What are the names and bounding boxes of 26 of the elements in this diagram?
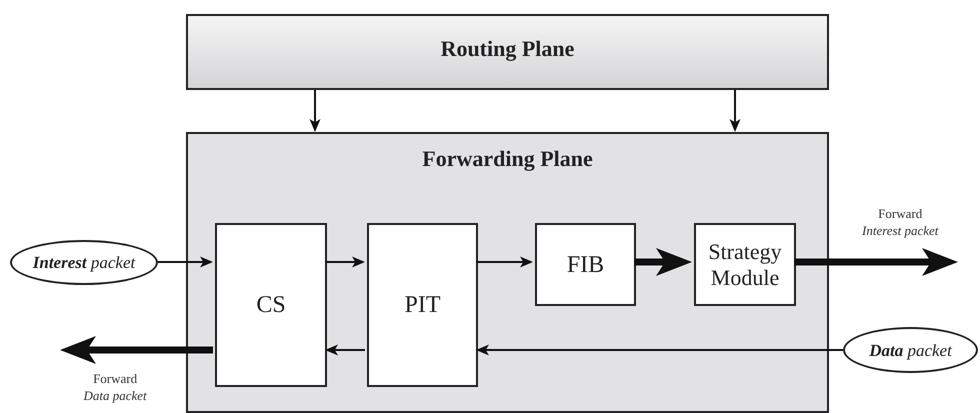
module-label: CS: [255, 291, 287, 319]
arrow: [794, 248, 958, 276]
module-box: [694, 223, 796, 306]
arrow: [730, 90, 740, 132]
module-box: [535, 223, 636, 306]
module-label: FIB: [566, 250, 606, 278]
plane-box: [186, 132, 829, 413]
plane-title: Forwarding Plane: [421, 146, 594, 172]
module-box: [215, 223, 327, 387]
plane-title: Routing Plane: [440, 36, 576, 62]
arrow: [325, 256, 365, 268]
module-box: [367, 223, 478, 387]
edge-label: Forward Data packet: [84, 370, 147, 404]
arrow: [634, 248, 692, 276]
arrow: [60, 336, 213, 364]
packet-label: Interest packet: [32, 252, 136, 273]
module-label: Strategy Module: [707, 238, 783, 290]
arrow: [158, 256, 213, 268]
arrow: [325, 344, 365, 356]
arrow: [310, 90, 320, 132]
arrow: [476, 344, 843, 356]
plane-box: [186, 14, 829, 90]
edge-label: Forward Interest packet: [862, 205, 938, 239]
arrow: [476, 256, 533, 268]
module-label: PIT: [404, 291, 442, 319]
packet-label: Data packet: [868, 340, 954, 360]
